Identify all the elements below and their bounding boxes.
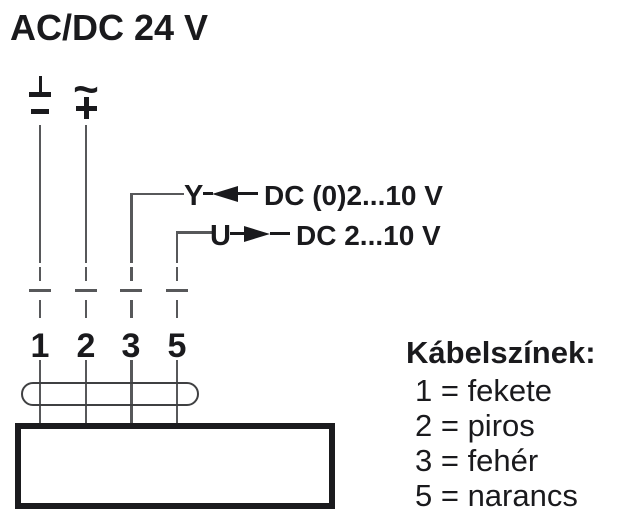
right-arrow-icon [244, 226, 270, 242]
diagram-title: AC/DC 24 V [10, 7, 209, 48]
wire-3-lower [130, 360, 133, 424]
legend-item: 3 = fehér [415, 443, 539, 478]
legend-item: 5 = narancs [415, 478, 578, 513]
signal-value-u: DC 2...10 V [296, 220, 441, 251]
left-arrow-icon [212, 186, 238, 202]
wire-stub [270, 232, 290, 235]
port-label-y: Y [184, 180, 204, 212]
wire-3-horizontal [130, 192, 184, 195]
wire-3-upper [130, 192, 133, 263]
wire-5-upper [175, 231, 178, 263]
terminal-number-5: 5 [167, 327, 187, 365]
legend-item: 1 = fekete [415, 373, 553, 408]
wire-stub [203, 192, 213, 195]
terminal-number-1: 1 [30, 327, 50, 365]
legend-title: Kábelszínek: [406, 335, 596, 370]
port-label-u: U [210, 220, 231, 252]
terminal-number-3: 3 [121, 327, 141, 365]
legend-item: 2 = piros [415, 408, 535, 443]
wire-1-lower [38, 360, 42, 424]
wire-stub [230, 232, 244, 235]
wire-5-lower [175, 360, 178, 424]
legend: 1 = fekete 2 = piros 3 = fehér 5 = naran… [415, 373, 578, 513]
wire-2-upper [84, 125, 88, 263]
signal-value-y: DC (0)2...10 V [264, 180, 443, 211]
terminal-number-2: 2 [76, 327, 96, 365]
wire-2-lower [84, 360, 88, 424]
cable-clamp [21, 382, 199, 406]
wire-5-horizontal [175, 231, 213, 234]
wire-1-upper [38, 125, 42, 263]
wire-stub [238, 192, 258, 195]
actuator-body [15, 423, 335, 509]
